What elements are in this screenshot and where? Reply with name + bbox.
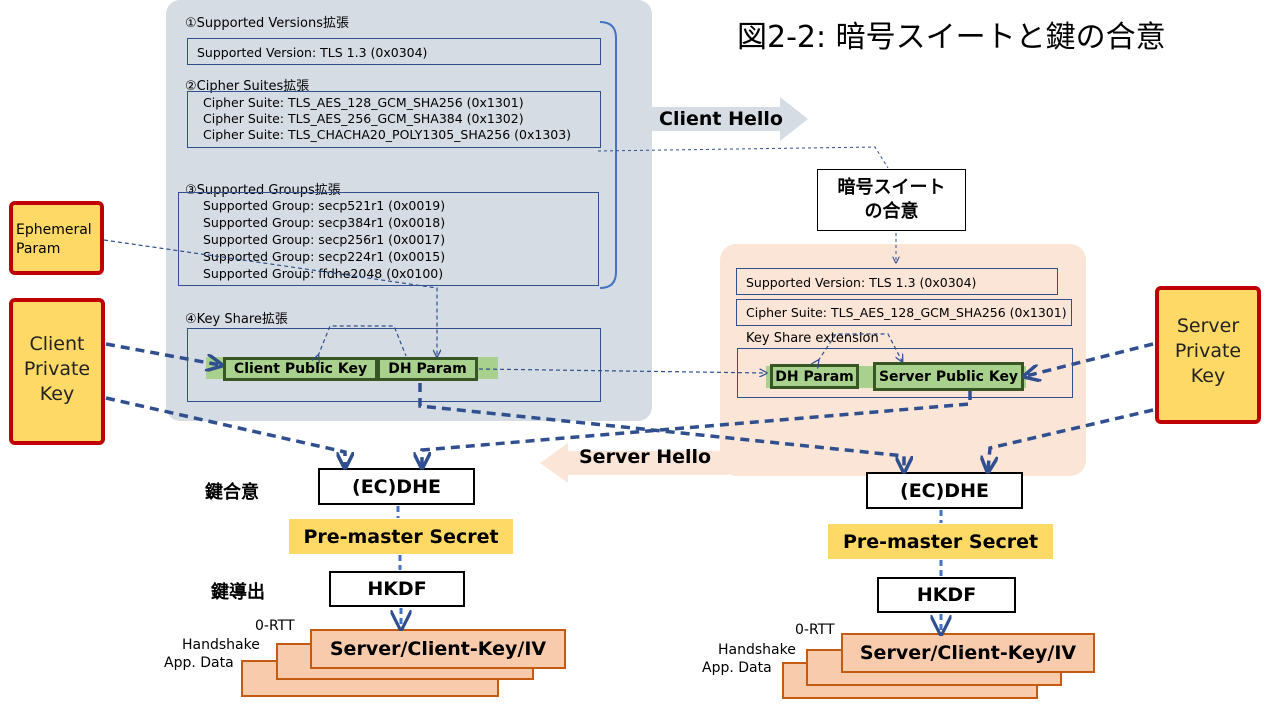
client-private-line1: Client (29, 333, 85, 355)
server-cipher-box: Cipher Suite: TLS_AES_128_GCM_SHA256 (0x… (736, 299, 1072, 326)
client-hello-label: Client Hello (659, 108, 783, 130)
supported-group-line: Supported Group: secp224r1 (0x0015) (203, 249, 446, 264)
server-key-share-inner-arrow (818, 333, 902, 361)
right-pre-master-secret: Pre-master Secret (828, 524, 1053, 559)
server-private-key-box: Server Private Key (1155, 286, 1261, 424)
right-ecdhe-box: (EC)DHE (866, 472, 1023, 509)
client-public-key: Client Public Key (223, 357, 378, 381)
server-key-share-box (737, 348, 1073, 398)
key-share-inner-arrow (318, 325, 407, 356)
server-public-to-left-ecdhe-arrow (422, 391, 972, 466)
cipher-suite-line: Cipher Suite: TLS_AES_128_GCM_SHA256 (0x… (203, 95, 524, 110)
supported-group-line: Supported Group: secp256r1 (0x0017) (203, 232, 446, 247)
supported-group-line: Supported Group: ffdhe2048 (0x0100) (203, 266, 444, 281)
left-ecdhe-box: (EC)DHE (318, 468, 475, 505)
server-public-key: Server Public Key (873, 362, 1024, 391)
supported-group-line: Supported Group: secp384r1 (0x0018) (203, 215, 446, 230)
dh-param-transfer-line (478, 368, 766, 373)
cipher-agreement-line2: の合意 (864, 201, 919, 222)
server-private-to-public-arrow (1026, 342, 1154, 376)
ext-cipher-suites-title: ②Cipher Suites拡張 (185, 79, 310, 94)
left-stack-label-0rtt: 0-RTT (255, 618, 295, 634)
figure-title: 図2-2: 暗号スイートと鍵の合意 (737, 20, 1166, 55)
client-hello-panel (166, 0, 652, 421)
server-hello-label: Server Hello (579, 446, 712, 468)
cipher-agreement-box: 暗号スイート の合意 (817, 169, 966, 231)
server-version-line: Supported Version: TLS 1.3 (0x0304) (746, 275, 977, 290)
key-derivation-label: 鍵導出 (211, 582, 265, 603)
ext-supported-versions-title: ①Supported Versions拡張 (185, 16, 350, 31)
client-private-line3: Key (39, 383, 75, 405)
left-stack-label-app-data: App. Data (164, 655, 234, 671)
ephemeral-line1: Ephemeral (16, 222, 92, 238)
supported-versions-box: Supported Version: TLS 1.3 (0x0304) (187, 38, 601, 65)
left-key-iv-box: Server/Client-Key/IV (310, 629, 566, 669)
cipher-suite-line: Cipher Suite: TLS_CHACHA20_POLY1305_SHA2… (203, 127, 572, 142)
ext-supported-groups-title: ③Supported Groups拡張 (185, 183, 341, 198)
right-stack-label-app-data: App. Data (702, 660, 772, 676)
client-hello-arrow (650, 97, 808, 141)
cipher-suite-line: Cipher Suite: TLS_AES_256_GCM_SHA384 (0x… (203, 111, 524, 126)
ephemeral-line2: Param (16, 241, 61, 257)
ephemeral-to-dh-line (103, 239, 437, 356)
client-private-to-public-arrow (105, 342, 220, 365)
left-pre-master-secret: Pre-master Secret (289, 519, 513, 554)
right-hkdf-box: HKDF (877, 577, 1016, 613)
client-dh-param: DH Param (377, 357, 478, 381)
ephemeral-param-box: Ephemeral Param (9, 201, 104, 275)
right-key-iv-box: Server/Client-Key/IV (841, 633, 1095, 673)
left-stack-label-handshake: Handshake (182, 637, 260, 653)
supported-group-line: Supported Group: secp521r1 (0x0019) (203, 198, 446, 213)
right-stack-label-0rtt: 0-RTT (795, 622, 835, 638)
client-private-to-ecdhe-arrow (105, 396, 345, 466)
server-private-line1: Server (1176, 315, 1240, 337)
left-hkdf-box: HKDF (329, 571, 465, 607)
cipher-agreement-line1: 暗号スイート (837, 177, 946, 198)
server-key-share-title: Key Share extension (746, 331, 879, 346)
key-agreement-label: 鍵合意 (205, 482, 259, 503)
client-hello-bracket (599, 21, 617, 289)
server-private-to-ecdhe-arrow (988, 408, 1154, 470)
server-hello-arrow (540, 443, 728, 483)
server-cipher-line: Cipher Suite: TLS_AES_128_GCM_SHA256 (0x… (746, 305, 1067, 320)
supported-groups-box: Supported Group: secp521r1 (0x0019) Supp… (178, 192, 599, 286)
cipher-suites-box: Cipher Suite: TLS_AES_128_GCM_SHA256 (0x… (187, 91, 601, 148)
server-version-box: Supported Version: TLS 1.3 (0x0304) (736, 268, 1058, 295)
server-private-line2: Private (1174, 340, 1242, 362)
cipher-to-agreement-line (597, 146, 889, 169)
client-dh-to-right-ecdhe-arrow (418, 383, 904, 470)
ext-key-share-title: ④Key Share拡張 (185, 312, 288, 327)
client-private-line2: Private (23, 358, 91, 380)
right-stack-label-handshake: Handshake (718, 642, 796, 658)
server-private-line3: Key (1190, 365, 1226, 387)
supported-version-line: Supported Version: TLS 1.3 (0x0304) (197, 45, 428, 60)
key-share-box (187, 328, 601, 402)
client-private-key-box: Client Private Key (9, 298, 105, 445)
